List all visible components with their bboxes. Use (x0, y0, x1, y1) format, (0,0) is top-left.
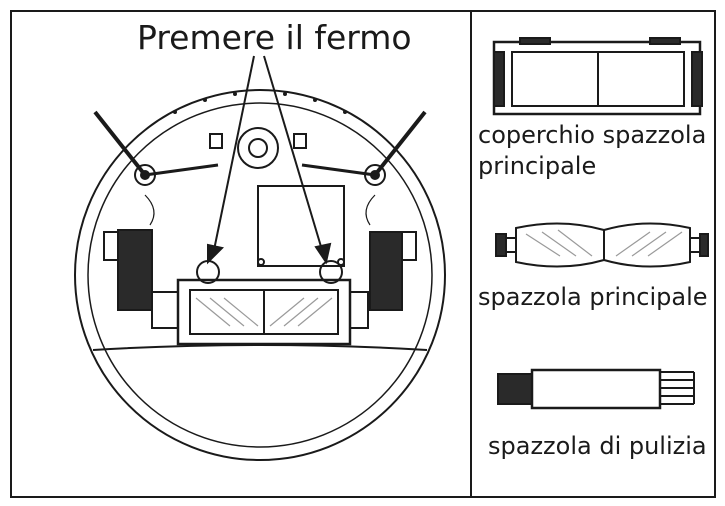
roller-body (515, 222, 691, 268)
sensor-right (293, 133, 307, 149)
main-brush-cover-illustration (492, 37, 703, 116)
cleaning-brush-handle (530, 368, 662, 410)
main-brush-cover-label: coperchio spazzola principale (478, 120, 718, 182)
side-brush-left-bristle (93, 110, 147, 177)
main-roller-brush-illustration (495, 222, 709, 268)
pointer-arrows (207, 55, 332, 265)
main-brush-cover-label-line1: coperchio spazzola (478, 121, 707, 149)
side-brush-right-hub (364, 164, 386, 186)
latch-right (319, 260, 343, 284)
cleaning-brush-comb (660, 371, 694, 405)
side-brush-right-bristle (373, 110, 427, 177)
robot-inner-rim (87, 102, 433, 448)
cleaning-brush-label: spazzola di pulizia (488, 432, 707, 460)
wheel-right (369, 231, 403, 311)
cleaning-brush-bristles (497, 373, 533, 405)
rim-dots (173, 92, 347, 114)
sensor-left (209, 133, 223, 149)
cleaning-brush-illustration (497, 368, 695, 410)
bumper-line (92, 344, 428, 351)
wheel-left (117, 229, 153, 311)
side-brush-left-hub (134, 164, 156, 186)
robot-outer-shell (74, 89, 446, 461)
main-brush-label: spazzola principale (478, 283, 708, 311)
press-latch-label: Premere il fermo (137, 18, 412, 57)
main-brush-cover-label-line2: principale (478, 152, 597, 180)
wheel-left-mount (103, 231, 119, 261)
robot-vacuum-underside (74, 89, 446, 461)
outer-frame (10, 10, 716, 498)
battery-cover (257, 185, 345, 267)
brush-end-right (349, 291, 369, 329)
wheel-right-mount (401, 231, 417, 261)
brush-bristles (195, 297, 333, 327)
front-caster (237, 127, 279, 169)
front-caster-hub (248, 138, 268, 158)
brush-end-left (151, 291, 179, 329)
